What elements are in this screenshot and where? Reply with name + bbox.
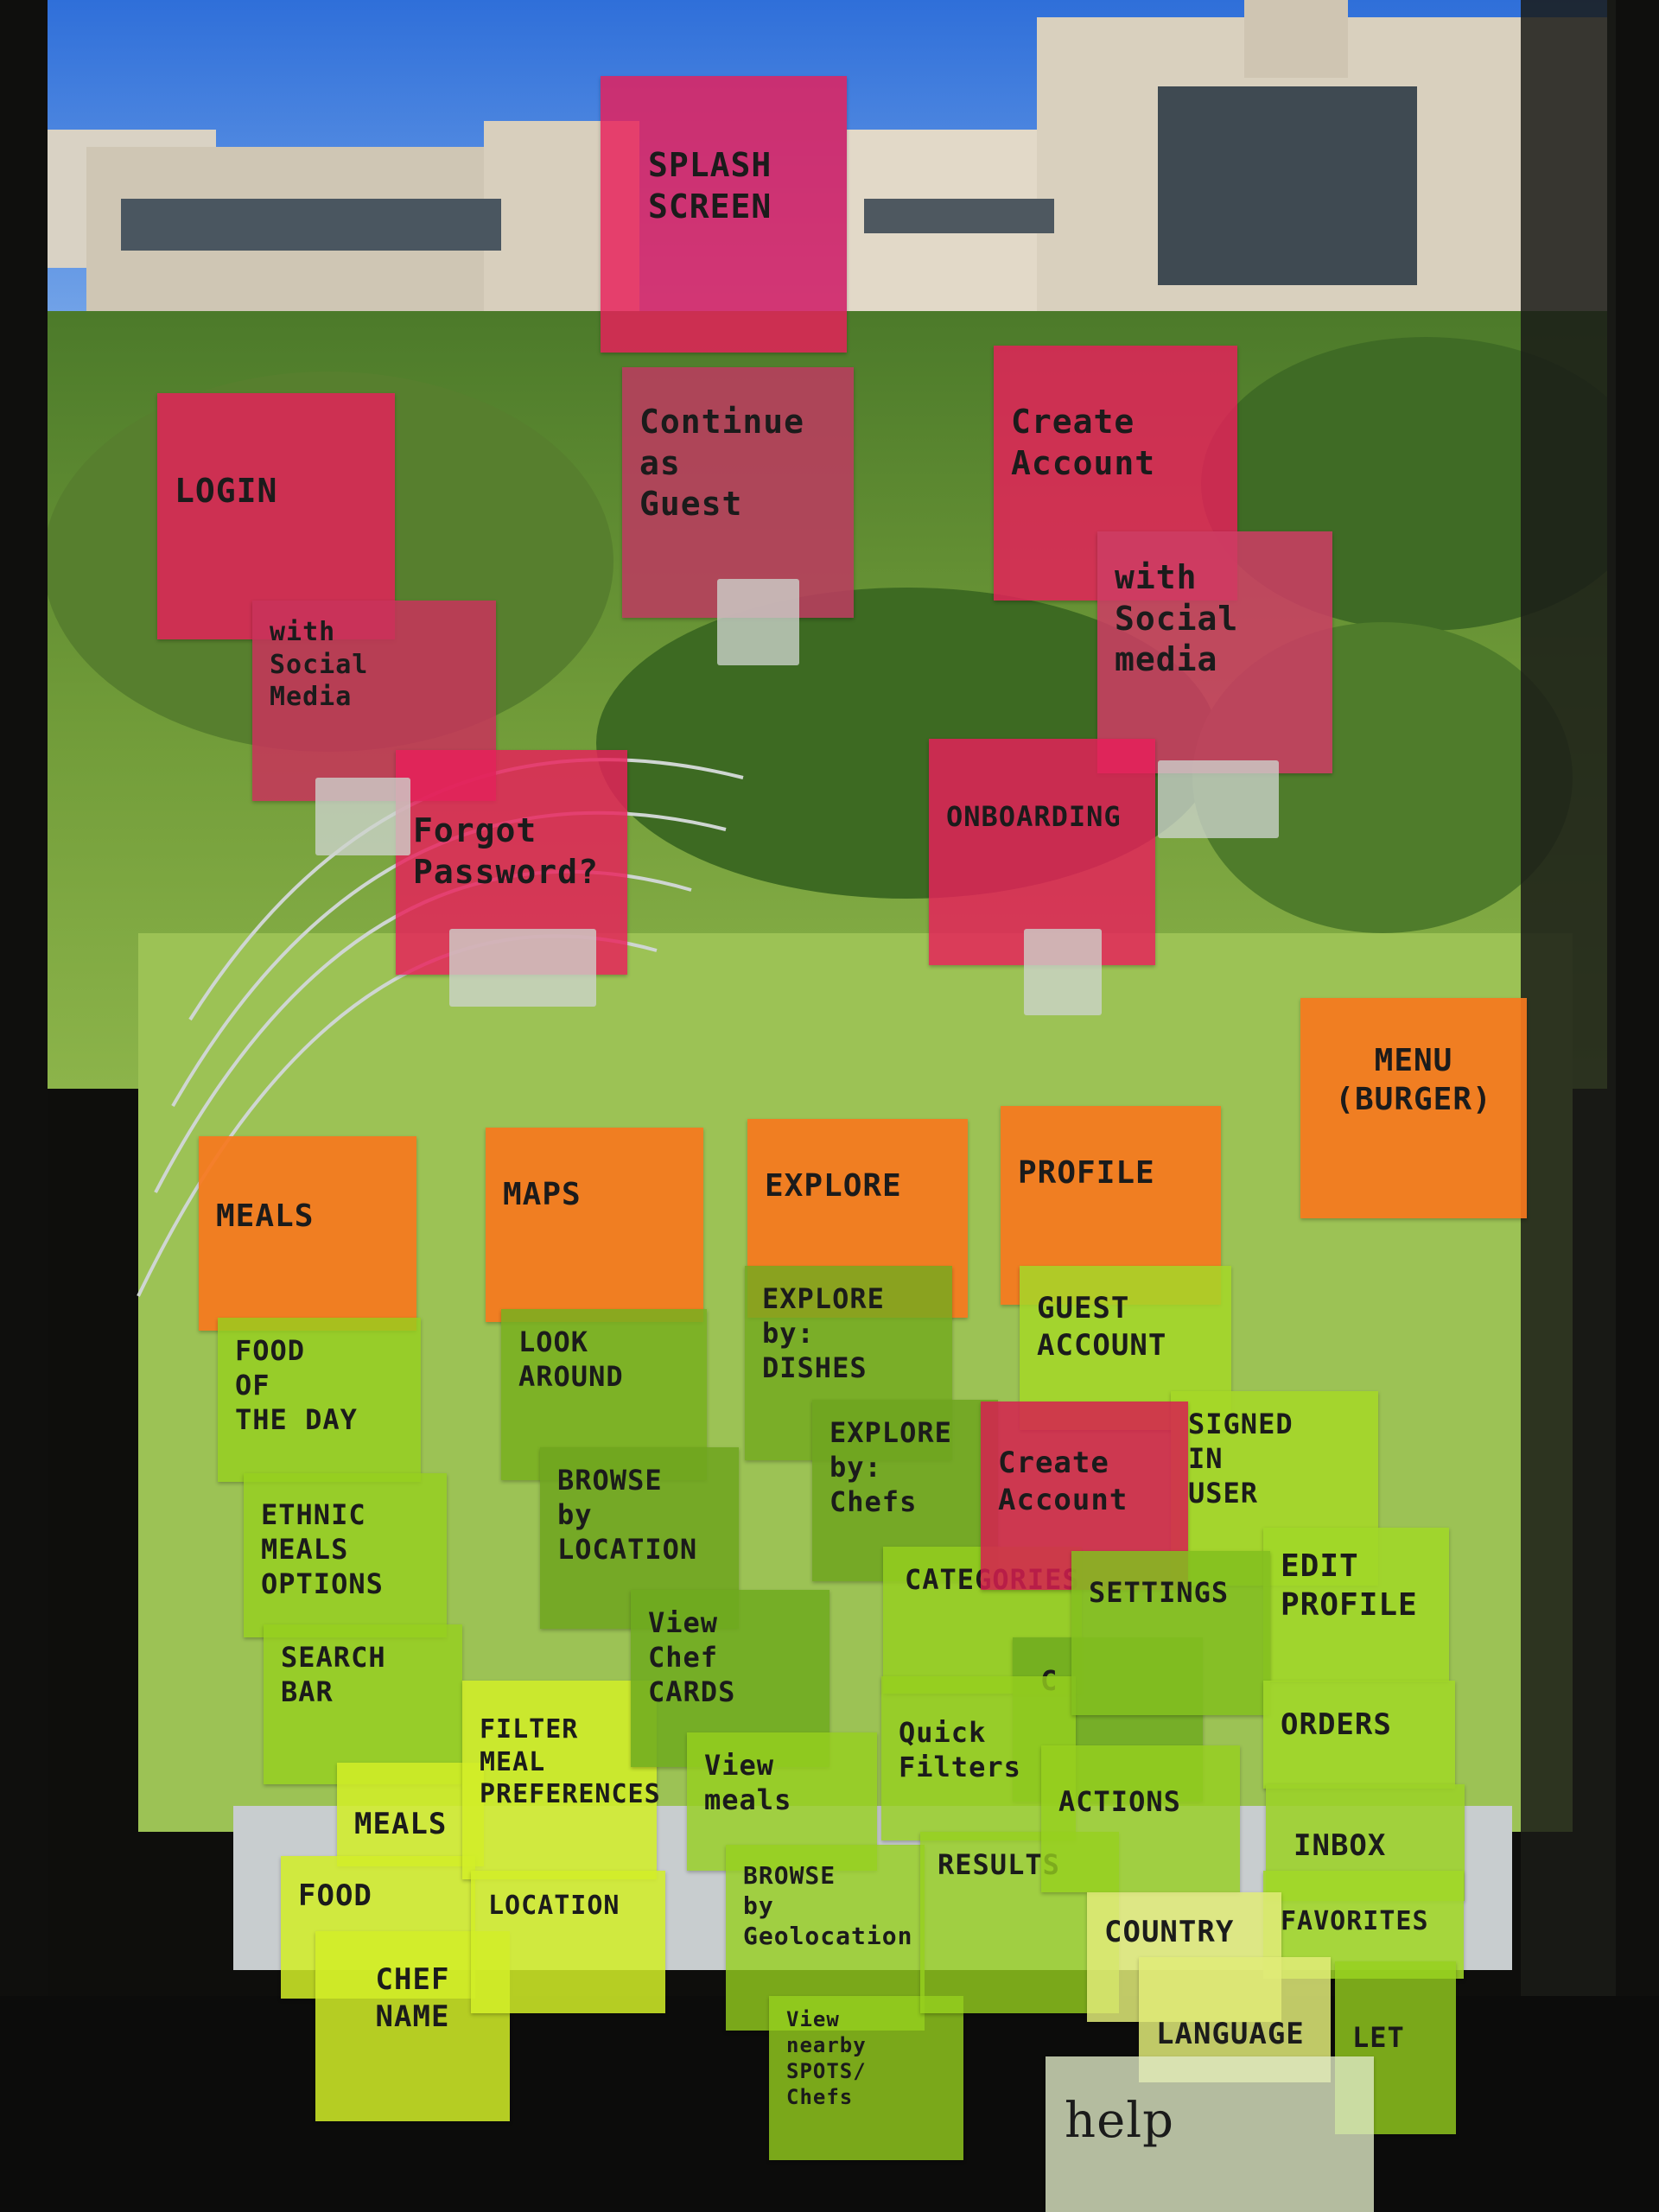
note-view-nearby: View nearby SPOTS/ Chefs bbox=[769, 1996, 963, 2160]
note-splash-screen: SPLASH SCREEN bbox=[601, 76, 847, 353]
note-settings: SETTINGS bbox=[1071, 1551, 1270, 1715]
note-search-bar: SEARCH BAR bbox=[264, 1624, 462, 1784]
tape bbox=[1024, 929, 1102, 1015]
note-edit-profile: EDIT PROFILE bbox=[1263, 1528, 1449, 1681]
note-actions: ACTIONS bbox=[1041, 1745, 1240, 1892]
note-continue-guest: Continue as Guest bbox=[622, 367, 854, 618]
tape bbox=[315, 778, 410, 855]
note-filter-meal-preferences: FILTER MEAL PREFERENCES bbox=[462, 1681, 660, 1879]
note-maps: MAPS bbox=[486, 1128, 703, 1322]
note-food-of-the-day: FOOD OF THE DAY bbox=[218, 1318, 421, 1482]
tape bbox=[449, 929, 596, 1007]
note-onboarding: ONBOARDING bbox=[929, 739, 1155, 965]
note-login: LOGIN bbox=[157, 393, 395, 639]
note-create-social: with Social media bbox=[1097, 531, 1332, 773]
tape bbox=[717, 579, 799, 665]
note-meals: MEALS bbox=[199, 1136, 416, 1331]
note-menu-burger: MENU (BURGER) bbox=[1300, 998, 1527, 1218]
note-login-social: with Social Media bbox=[252, 601, 496, 801]
note-ethnic-meals: ETHNIC MEALS OPTIONS bbox=[244, 1473, 447, 1637]
note-orders: ORDERS bbox=[1263, 1681, 1455, 1789]
note-location: LOCATION bbox=[471, 1871, 665, 2013]
note-explore-by-dishes: EXPLORE by: DISHES bbox=[745, 1266, 952, 1460]
tape bbox=[1158, 760, 1279, 838]
note-filter-meals: MEALS bbox=[337, 1763, 484, 1866]
note-results: RESULTS bbox=[920, 1832, 1119, 2013]
note-help: help bbox=[1046, 2056, 1374, 2212]
